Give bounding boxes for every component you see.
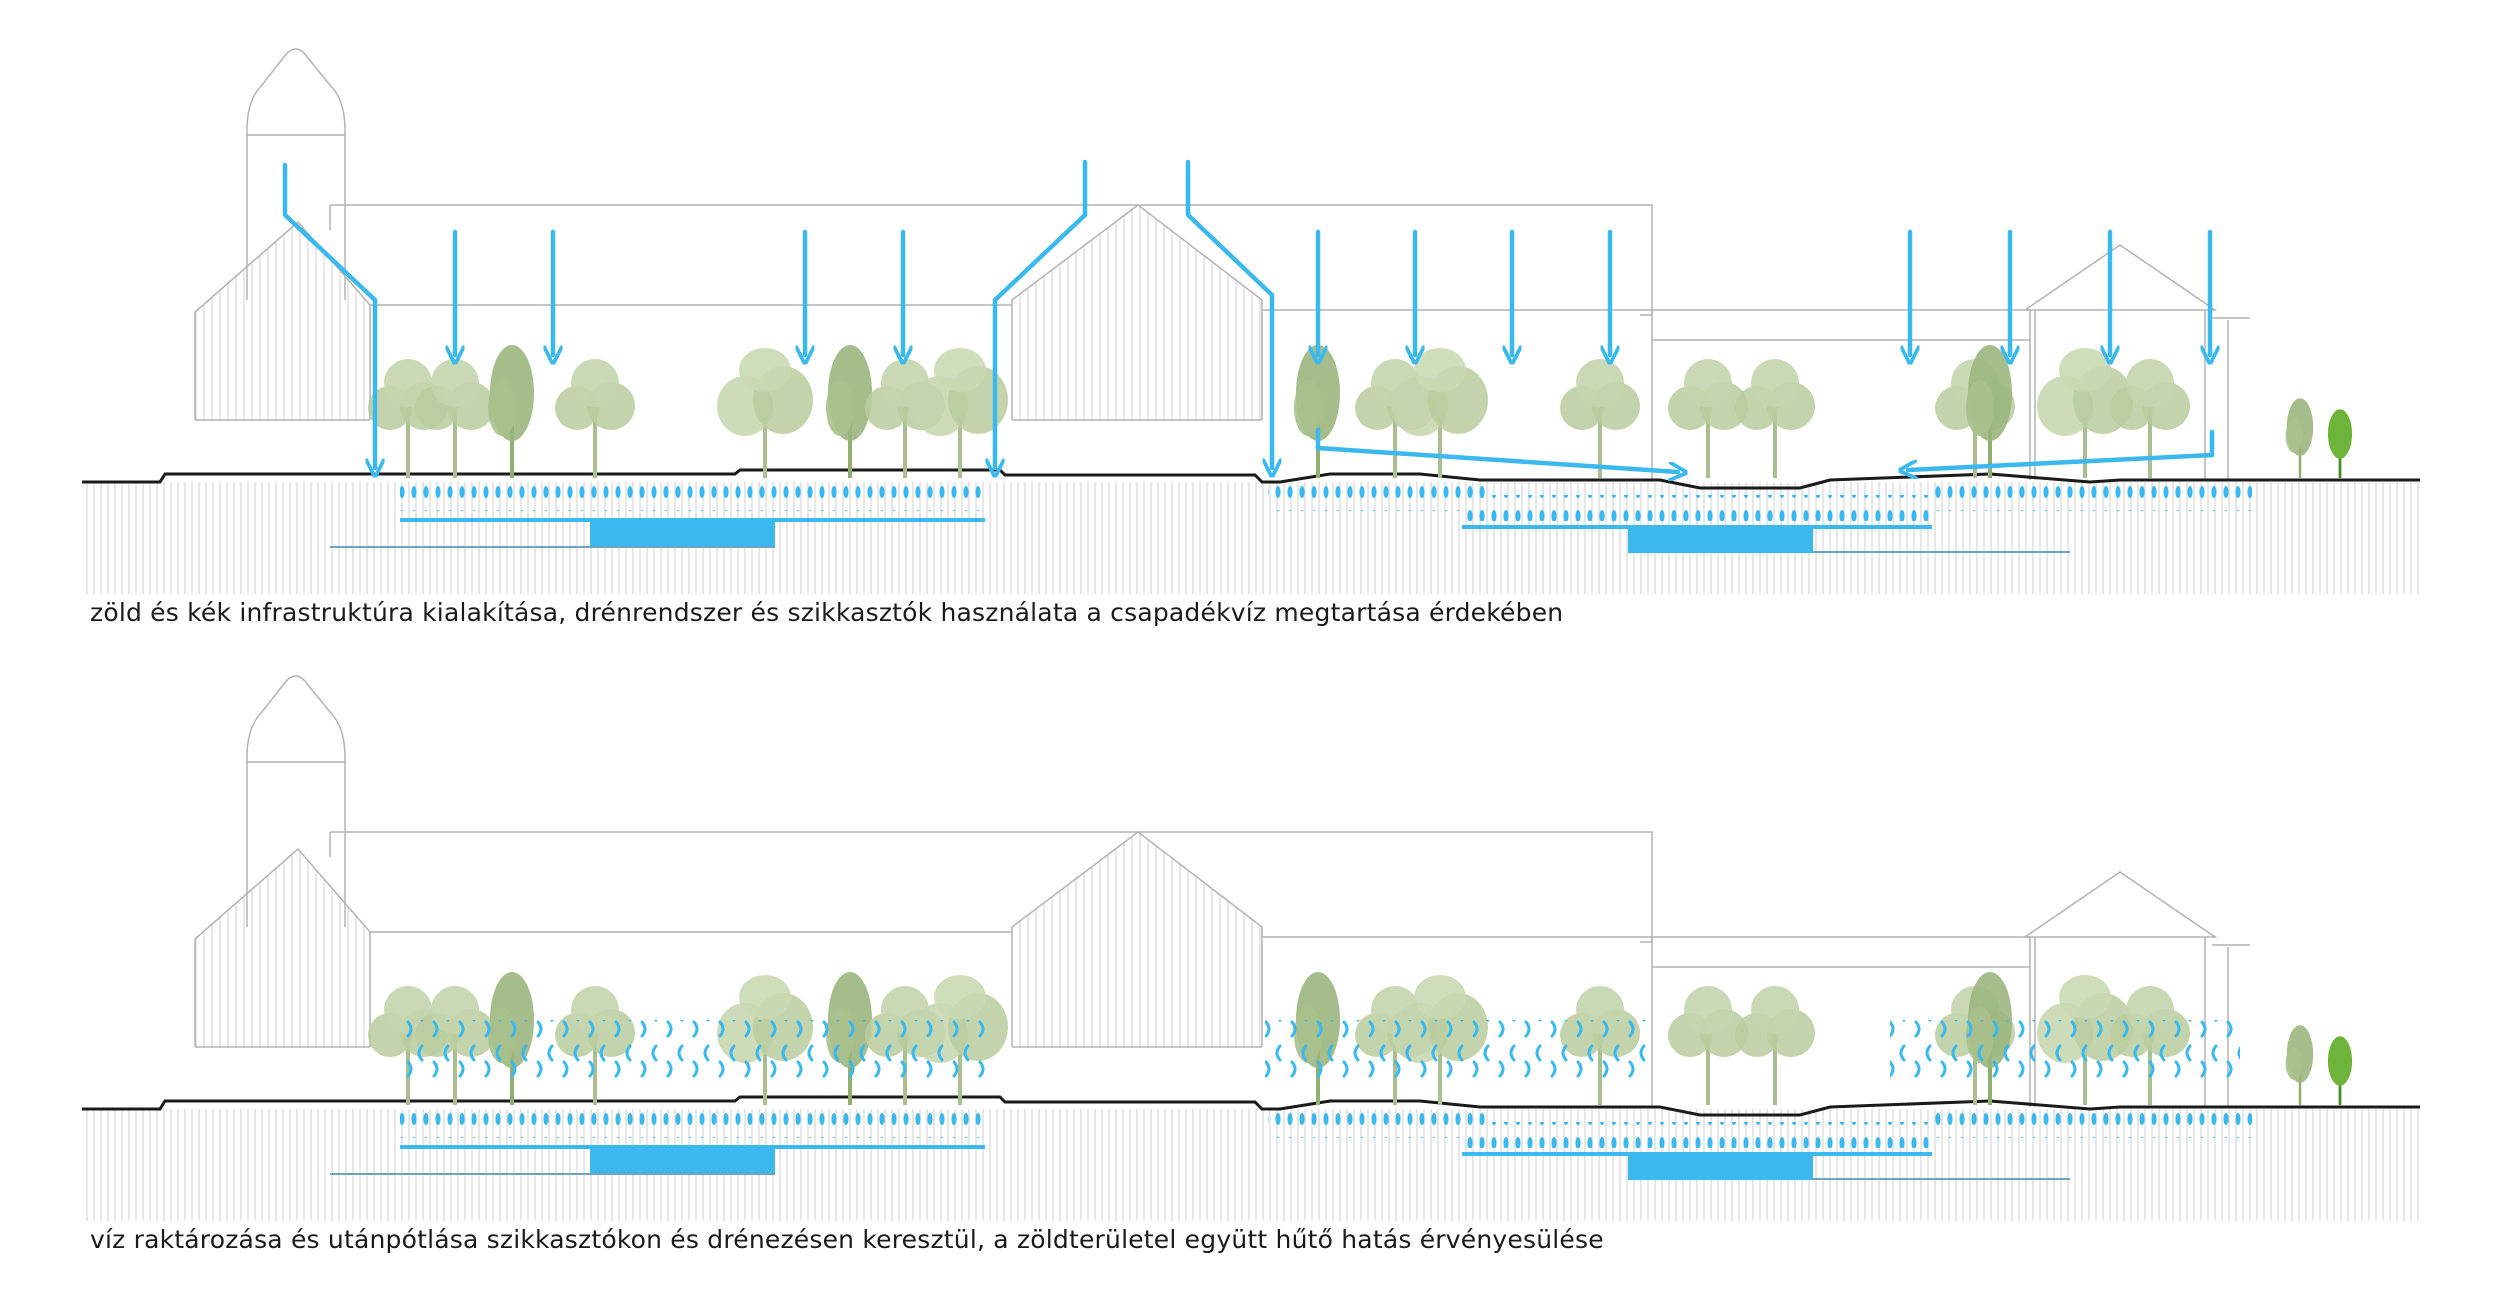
storage-tank-right bbox=[1628, 528, 1813, 553]
lateral-flow-arrow-left bbox=[1315, 427, 1678, 472]
drain-band-right-b bbox=[1462, 495, 1932, 521]
pavilion bbox=[2022, 244, 2229, 480]
drain-band-right-c bbox=[1932, 485, 2252, 511]
storage-tank-left bbox=[590, 521, 775, 546]
roof-runoff-arrow-center-right bbox=[1185, 159, 1272, 468]
barn-left bbox=[194, 220, 371, 420]
rain-arrows bbox=[282, 159, 2215, 472]
section-panel-template bbox=[82, 48, 2420, 594]
hall-left bbox=[329, 204, 1653, 316]
evaporation-waves bbox=[400, 1020, 2240, 1078]
lateral-flow-arrow-right bbox=[1908, 429, 2215, 470]
caption-retention: zöld és kék infrastruktúra kialakítása, … bbox=[90, 598, 1564, 627]
section-panel-cooling bbox=[82, 676, 2420, 1221]
barn-center bbox=[1011, 204, 1263, 420]
caption-cooling: víz raktározása és utánpótlása szikkaszt… bbox=[90, 1225, 1604, 1254]
drain-band-right-a bbox=[1268, 485, 1488, 511]
church-tower bbox=[246, 48, 346, 300]
bright-tree bbox=[2327, 409, 2353, 478]
roof-runoff-arrow-left bbox=[282, 162, 375, 468]
roof-runoff-arrow-center-left bbox=[995, 159, 1088, 468]
drain-band-left bbox=[400, 485, 985, 511]
